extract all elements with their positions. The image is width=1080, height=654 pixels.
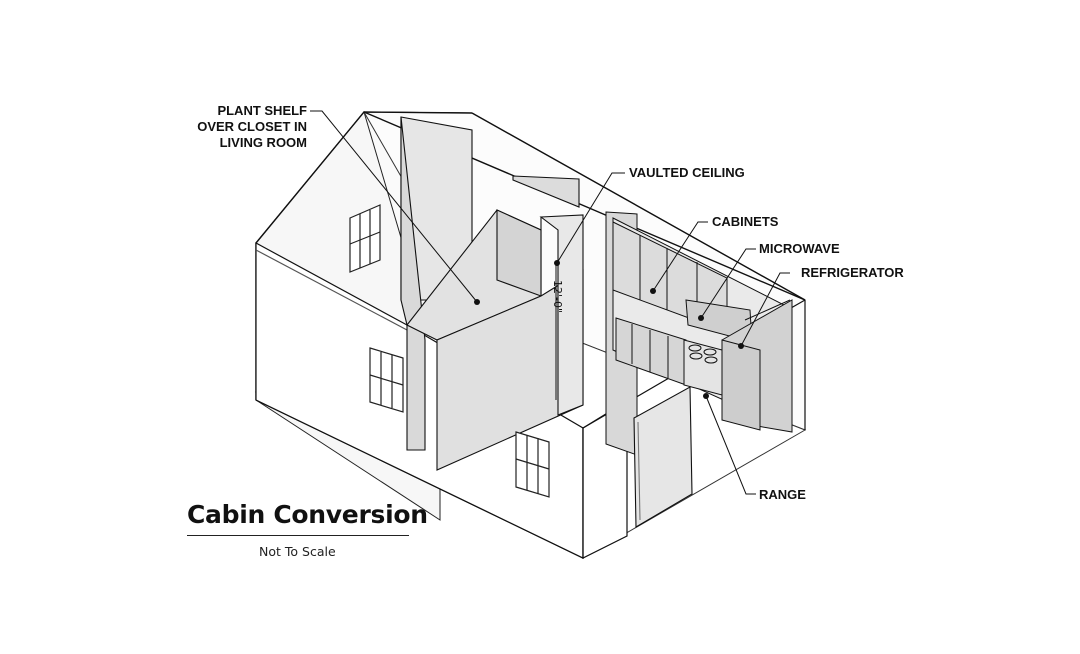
front-door xyxy=(633,386,693,528)
leader-refrigerator xyxy=(740,272,790,347)
leader-microwave xyxy=(700,248,756,319)
leader-cabinets xyxy=(652,221,708,292)
leader-dots xyxy=(474,260,744,399)
drawing-title: Cabin Conversion xyxy=(187,500,428,529)
kitchen-block xyxy=(605,211,793,456)
label-cabinets: CABINETS xyxy=(712,214,779,229)
partition-wall xyxy=(400,116,584,471)
label-range: RANGE xyxy=(759,487,806,502)
label-plant-shelf-line-1: PLANT SHELF xyxy=(217,103,307,118)
leader-vaulted-ceiling xyxy=(556,172,625,264)
label-vaulted-ceiling: VAULTED CEILING xyxy=(629,165,745,180)
label-plant-shelf-line-2: OVER CLOSET IN xyxy=(197,119,307,134)
window-left-back xyxy=(349,204,381,273)
label-plant-shelf-line-3: LIVING ROOM xyxy=(219,135,307,150)
drawing-subtitle: Not To Scale xyxy=(259,544,336,559)
window-front xyxy=(515,431,550,498)
leader-plant-shelf xyxy=(310,110,478,303)
label-microwave: MICROWAVE xyxy=(759,241,840,256)
title-underline xyxy=(187,535,409,536)
window-left-end xyxy=(369,347,404,413)
leader-lines xyxy=(310,110,790,495)
ceiling-height-dimension: 12'-0" xyxy=(551,279,565,314)
label-refrigerator: REFRIGERATOR xyxy=(801,265,904,280)
label-plant-shelf: PLANT SHELF OVER CLOSET IN LIVING ROOM xyxy=(195,103,307,151)
leader-range xyxy=(705,395,756,495)
